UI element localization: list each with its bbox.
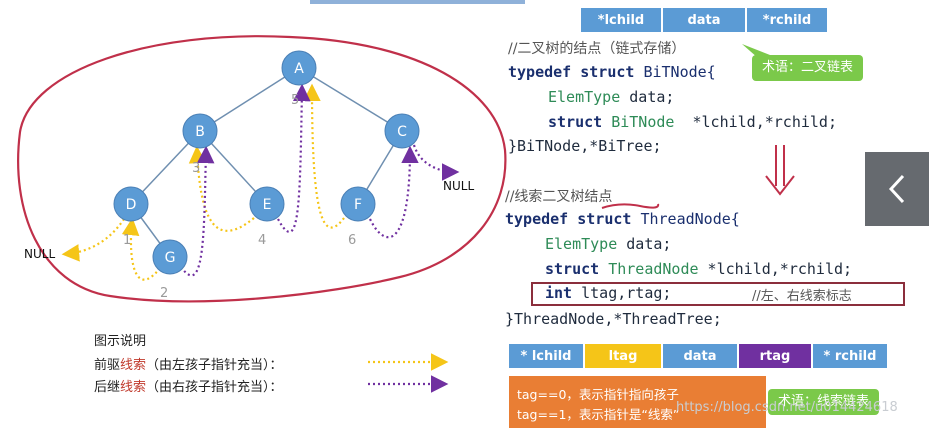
order-5: 5 (291, 93, 299, 108)
field-bottom-data: data (662, 343, 738, 369)
tree-outline (17, 35, 507, 303)
field-data: data (662, 7, 746, 33)
legend-pred: 前驱线索（由左孩子指针充当）： (94, 358, 283, 373)
chevron-left-icon (888, 174, 905, 204)
bitree-line3: struct BiTNode *lchild,*rchild; (548, 113, 837, 131)
top-strip (310, 0, 525, 4)
node-a-label: A (294, 61, 304, 77)
null-right: NULL (443, 179, 474, 193)
order-1: 1 (123, 233, 131, 248)
field-bottom-lchild: * lchild (508, 343, 584, 369)
order-2: 2 (160, 286, 168, 301)
tree-nodes (113, 50, 420, 275)
thread-comment: //线索二叉树结点 (505, 189, 613, 205)
node-g (152, 239, 188, 275)
prev-slide-button[interactable] (865, 152, 929, 226)
field-bottom-rchild: * rchild (812, 343, 888, 369)
callout-pointer (742, 44, 770, 58)
legend-title: 图示说明 (94, 334, 147, 349)
field-lchild: *lchild (580, 7, 662, 33)
comment-underline (601, 203, 660, 209)
node-c-label: C (397, 124, 407, 140)
term-binary-linked-list: 术语：二叉链表 (752, 55, 864, 81)
term-threaded-linked-list: 术语：线索链表 (768, 389, 880, 415)
node-d-label: D (126, 197, 137, 213)
order-3: 3 (192, 161, 200, 176)
node-f (340, 186, 376, 222)
tag-line-box (531, 282, 905, 306)
node-b (182, 113, 218, 149)
node-g-label: G (165, 250, 176, 266)
bitree-line4: }BiTNode,*BiTree; (508, 137, 662, 155)
node-a (281, 50, 317, 86)
node-e (249, 186, 285, 222)
order-4: 4 (258, 233, 266, 248)
node-e-label: E (263, 197, 272, 213)
field-bottom-rtag: rtag (738, 343, 812, 369)
thread-line4: int ltag,rtag; (545, 284, 672, 302)
bitree-line1: typedef struct BiTNode{ (508, 63, 716, 81)
down-arrow-icon (765, 145, 795, 196)
watermark: https://blog.csdn.net/u014424618 (676, 400, 898, 415)
field-rchild: *rchild (746, 7, 828, 33)
thread-line1: typedef struct ThreadNode{ (505, 210, 740, 228)
tag-note-1: tag==1，表示指针是“线索” (517, 407, 680, 422)
thread-line3: struct ThreadNode *lchild,*rchild; (545, 260, 853, 278)
node-d (113, 186, 149, 222)
thread-line5: }ThreadNode,*ThreadTree; (505, 310, 722, 328)
threaded-tree-diagram: A B C D E F G 1 2 3 4 5 6 NULL NULL (17, 35, 507, 303)
thread-line2: ElemType data; (545, 235, 672, 253)
node-f-label: F (354, 197, 362, 213)
tag-note-0: tag==0，表示指针指向孩子 (517, 387, 679, 402)
thread-tag-comment: //左、右线索标志 (752, 289, 852, 304)
order-6: 6 (348, 233, 356, 248)
null-left: NULL (24, 247, 55, 261)
node-b-label: B (195, 124, 205, 140)
legend-succ: 后继线索（由右孩子指针充当）： (94, 380, 283, 395)
bitree-comment: //二叉树的结点（链式存储） (508, 41, 686, 57)
bitree-line2: ElemType data; (548, 88, 675, 106)
tag-notes: tag==0，表示指针指向孩子 tag==1，表示指针是“线索” (509, 376, 766, 428)
legend-arrows (368, 353, 449, 393)
field-bottom-ltag: ltag (584, 343, 662, 369)
node-c (384, 113, 420, 149)
